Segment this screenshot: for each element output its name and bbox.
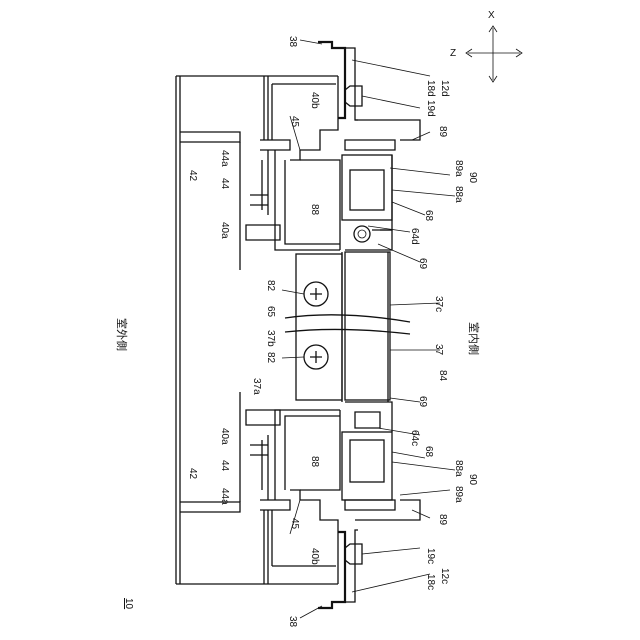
label-38-top: 38: [287, 36, 298, 48]
label-40b-top: 40b: [309, 92, 320, 109]
label-44a-bot: 44a: [219, 488, 230, 505]
profile-upper: [342, 155, 392, 250]
axis-label-x: X: [488, 10, 495, 21]
label-88-bot: 88: [309, 456, 320, 468]
label-18d: 18d: [425, 80, 436, 97]
label-19c: 19c: [425, 548, 436, 564]
label-37a: 37a: [251, 378, 262, 395]
label-40a-bot: 40a: [219, 428, 230, 445]
label-18c: 18c: [425, 574, 436, 590]
label-42-top: 42: [187, 170, 198, 182]
label-88-top: 88: [309, 204, 320, 216]
indoor-side-label: 室内側: [467, 322, 481, 355]
label-89-bot: 89: [437, 514, 448, 526]
label-40a-top: 40a: [219, 222, 230, 239]
label-82-bot: 82: [265, 352, 276, 364]
figure-number: 10: [123, 598, 134, 610]
label-90-bot: 90: [467, 474, 478, 486]
label-69-top: 69: [417, 258, 428, 270]
label-45-top: 45: [289, 116, 300, 128]
label-64c: 64c: [409, 430, 420, 446]
label-45-bot: 45: [289, 518, 300, 530]
label-68-top: 68: [423, 210, 434, 222]
label-40b-bot: 40b: [309, 548, 320, 565]
label-82-top: 82: [265, 280, 276, 292]
label-88a-top: 88a: [453, 186, 464, 203]
label-37c: 37c: [433, 296, 444, 312]
label-68-bot: 68: [423, 446, 434, 458]
axis-label-z: Z: [450, 48, 456, 59]
leader-lines: [282, 40, 455, 618]
axis-indicator: X Z: [450, 10, 522, 82]
label-89a-top: 89a: [453, 160, 464, 177]
label-42-bot: 42: [187, 468, 198, 480]
glazing-center: [285, 252, 410, 402]
label-44-bot: 44: [219, 460, 230, 472]
label-69-bot: 69: [417, 396, 428, 408]
label-38-bot: 38: [287, 616, 298, 628]
label-84: 84: [437, 370, 448, 382]
label-89a-bot: 89a: [453, 486, 464, 503]
outdoor-side-label: 室外側: [115, 318, 129, 351]
label-65: 65: [265, 306, 276, 318]
profile-lower: [342, 402, 420, 520]
label-44-top: 44: [219, 178, 230, 190]
label-89-top: 89: [437, 126, 448, 138]
label-44a-top: 44a: [219, 150, 230, 167]
label-64d: 64d: [409, 228, 420, 245]
label-88a-bot: 88a: [453, 460, 464, 477]
label-12c: 12c: [439, 568, 450, 584]
frame-top: [246, 42, 420, 250]
label-37: 37: [433, 344, 444, 356]
label-19d: 19d: [425, 100, 436, 117]
label-12d: 12d: [439, 80, 450, 97]
label-90-top: 90: [467, 172, 478, 184]
label-37b: 37b: [265, 330, 276, 347]
